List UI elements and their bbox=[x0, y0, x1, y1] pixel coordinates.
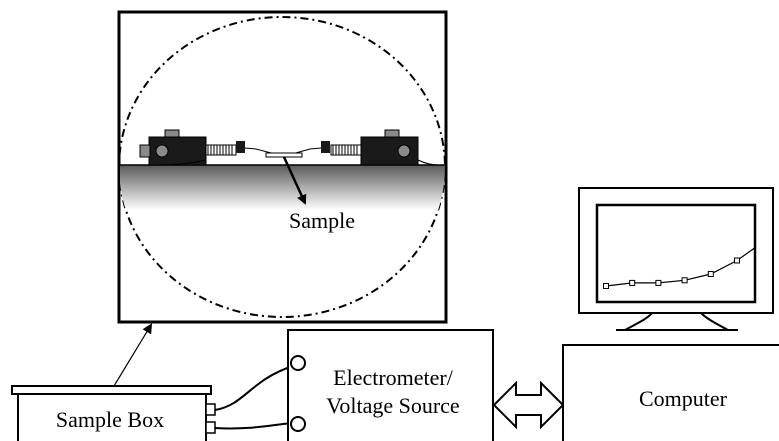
right-clamp-icon bbox=[291, 129, 446, 166]
cable-2 bbox=[214, 422, 294, 430]
sample-box-connector-2 bbox=[205, 421, 216, 434]
electrometer-label-line2: Voltage Source bbox=[326, 393, 459, 418]
sample-label: Sample bbox=[289, 208, 355, 233]
sample-box-label: Sample Box bbox=[56, 407, 164, 432]
plot-point bbox=[707, 271, 714, 277]
left-clamp-icon bbox=[139, 129, 276, 166]
plot-point bbox=[629, 279, 636, 286]
plot-point bbox=[603, 283, 609, 289]
computer-box bbox=[562, 344, 779, 441]
plot-point bbox=[655, 279, 662, 286]
computer: Computer bbox=[562, 344, 779, 441]
sample-box-body bbox=[17, 393, 207, 441]
sample-piece bbox=[265, 152, 303, 158]
plot-point bbox=[681, 277, 688, 284]
electrometer-box bbox=[287, 329, 494, 441]
sample-box: Sample Box bbox=[11, 385, 216, 441]
electrometer-voltage-source: Electrometer/ Voltage Source bbox=[287, 329, 494, 441]
terminal-2 bbox=[290, 416, 306, 432]
stage-surface bbox=[120, 165, 445, 210]
sample-box-lid bbox=[11, 385, 212, 395]
monitor-stand bbox=[624, 312, 729, 331]
zoom-inset-panel: Sample bbox=[117, 10, 448, 324]
monitor-plot bbox=[603, 247, 756, 289]
monitor-icon bbox=[578, 187, 774, 331]
plot-point bbox=[734, 257, 740, 264]
sample-stage bbox=[120, 164, 445, 210]
zoom-leader-arrow bbox=[113, 323, 153, 387]
cable-1 bbox=[214, 365, 294, 411]
sample-pointer-arrow bbox=[282, 156, 307, 205]
computer-label: Computer bbox=[639, 386, 728, 411]
electrometer-label-line1: Electrometer/ bbox=[333, 365, 454, 390]
sample-box-connector-1 bbox=[205, 403, 216, 416]
terminal-1 bbox=[290, 355, 306, 371]
monitor-screen bbox=[595, 203, 757, 304]
double-arrow-icon bbox=[492, 380, 565, 430]
